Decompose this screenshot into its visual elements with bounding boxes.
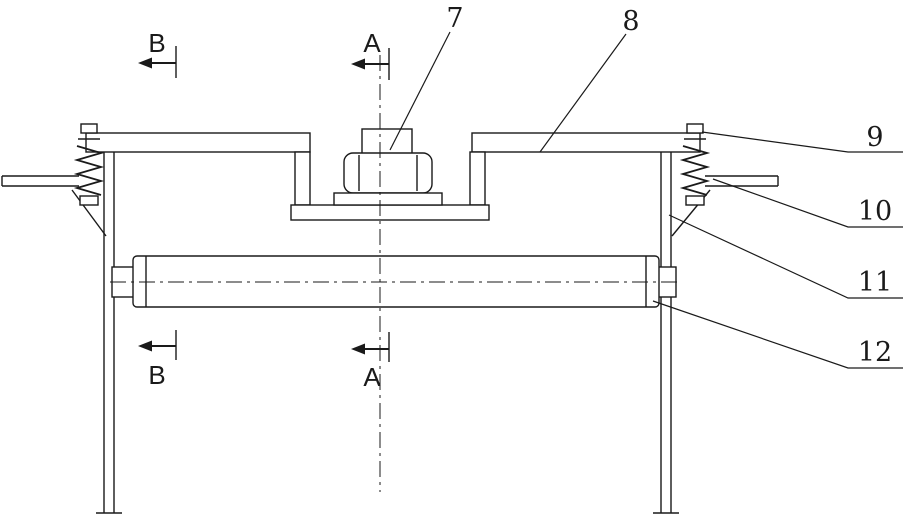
- spring-coil-right: [679, 145, 711, 196]
- gusset-left: [71, 189, 107, 237]
- leg-right: [653, 152, 679, 514]
- part-label-12: 12: [858, 337, 892, 368]
- section-arrow: [138, 57, 152, 69]
- leader-line-12: [652, 300, 903, 369]
- leader-line-7: [389, 31, 451, 151]
- base-plate: [290, 204, 490, 221]
- nut-right: [685, 195, 705, 206]
- section-marker-a-top: [351, 48, 390, 80]
- section-marker-a-bottom: [351, 332, 390, 362]
- mounting-tab-right: [705, 175, 779, 187]
- part-label-10: 10: [858, 196, 892, 227]
- section-marker-b-top: [138, 46, 177, 78]
- roller-assembly: [110, 255, 682, 308]
- spring-unit-right: [679, 123, 711, 206]
- part-label-7: 7: [446, 3, 463, 34]
- section-arrow: [138, 340, 152, 352]
- section-letter-b-bottom: B: [148, 360, 165, 390]
- motor-body: [343, 152, 433, 194]
- spring-coil-left: [73, 145, 105, 196]
- recess-wall-left: [294, 151, 311, 206]
- leader-line-10: [712, 178, 903, 228]
- section-arrow: [351, 343, 365, 355]
- part-label-9: 9: [866, 122, 883, 153]
- recess-wall-right: [469, 151, 486, 206]
- leader-line-9: [701, 131, 903, 153]
- spring-unit-left: [73, 123, 105, 206]
- section-letter-b-top: B: [148, 28, 165, 58]
- leg-left: [96, 152, 122, 514]
- part-label-11: 11: [858, 267, 892, 298]
- mounting-tab-left: [1, 175, 79, 187]
- part-label-8: 8: [622, 6, 639, 37]
- leader-line-11: [668, 214, 903, 299]
- bolt-head-left: [80, 123, 98, 134]
- bolt-head-right: [686, 123, 704, 134]
- section-marker-b-bottom: [138, 330, 177, 360]
- section-letter-a-top: A: [363, 28, 381, 58]
- leader-line-8: [539, 33, 627, 153]
- motor-flange: [333, 192, 443, 206]
- top-plate-right: [471, 132, 701, 153]
- top-plate-left: [85, 132, 311, 153]
- section-letter-a-bottom: A: [363, 362, 381, 392]
- section-arrow: [351, 58, 365, 70]
- motor-assembly: [333, 128, 443, 206]
- nut-left: [79, 195, 99, 206]
